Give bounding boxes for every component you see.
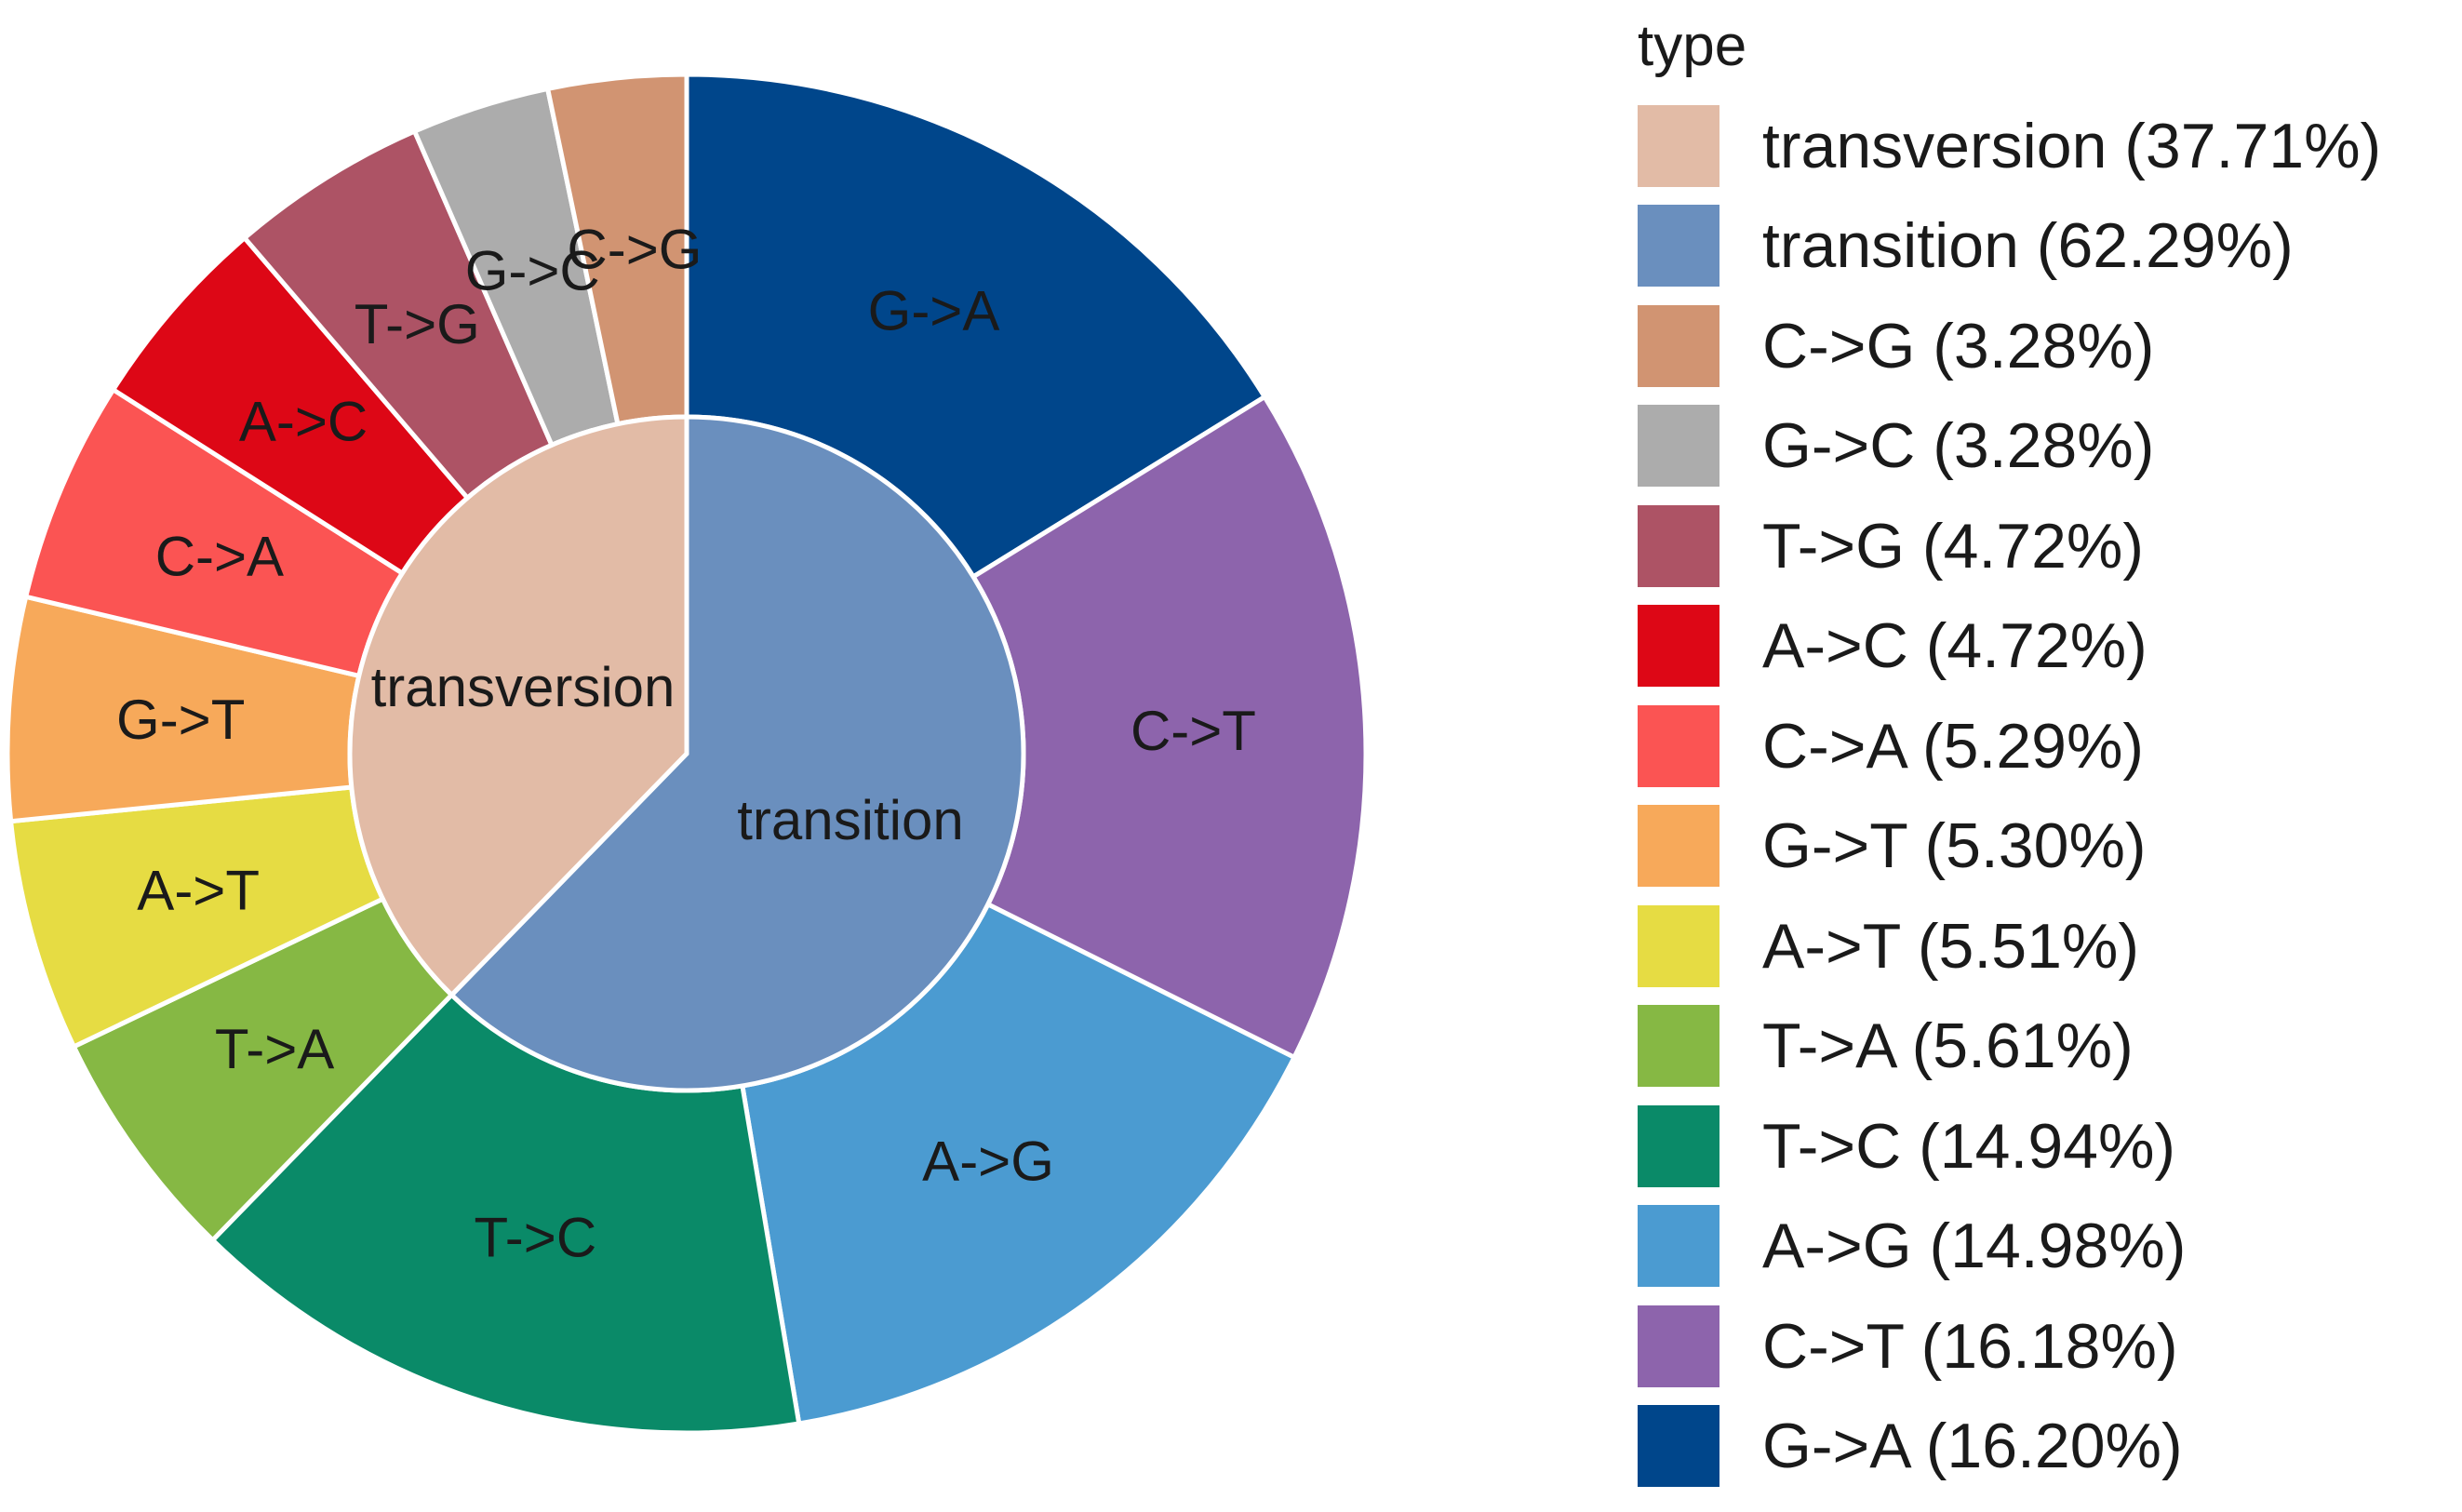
legend-label-a-to-g: A->G (14.98%): [1762, 1211, 2187, 1282]
outer-label-t-to-c: T->C: [474, 1207, 596, 1269]
legend-label-a-to-t: A->T (5.51%): [1762, 910, 2140, 982]
inner-slice-transversion: [347, 414, 689, 998]
legend-key-transversion: [1638, 104, 1719, 187]
legend-label-c-to-g: C->G (3.28%): [1762, 310, 2155, 381]
outer-label-c-to-a: C->A: [155, 526, 284, 588]
legend-item-a-to-t: A->T (5.51%): [1638, 896, 2381, 997]
legend-label-g-to-t: G->T (5.30%): [1762, 810, 2147, 882]
legend-item-t-to-g: T->G (4.72%): [1638, 496, 2381, 596]
legend-item-c-to-g: C->G (3.28%): [1638, 296, 2381, 396]
outer-label-a-to-g: A->G: [922, 1131, 1054, 1193]
legend-key-c-to-a: [1638, 704, 1719, 787]
legend-item-g-to-a: G->A (16.20%): [1638, 1397, 2381, 1497]
legend-key-g-to-a: [1638, 1405, 1719, 1488]
legend-label-a-to-c: A->C (4.72%): [1762, 610, 2148, 682]
legend-key-t-to-c: [1638, 1104, 1719, 1187]
slice-labels: G->A C->T A->G T->C T->A A->T G->T C->A A->C T->G…: [116, 218, 1256, 1268]
legend-key-g-to-c: [1638, 405, 1719, 488]
legend-label-c-to-t: C->T (16.18%): [1762, 1310, 2178, 1382]
legend-item-t-to-a: T->A (5.61%): [1638, 997, 2381, 1097]
outer-label-g-to-t: G->T: [116, 689, 245, 751]
legend-item-a-to-c: A->C (4.72%): [1638, 596, 2381, 697]
inner-label-transition: transition: [737, 789, 963, 851]
legend-label-g-to-a: G->A (16.20%): [1762, 1411, 2183, 1482]
legend-key-a-to-t: [1638, 904, 1719, 987]
legend-label-c-to-a: C->A (5.29%): [1762, 710, 2145, 782]
legend-label-transition: transition (62.29%): [1762, 210, 2294, 282]
legend-key-c-to-g: [1638, 304, 1719, 387]
legend-item-t-to-c: T->C (14.94%): [1638, 1096, 2381, 1197]
inner-slice-transition: [448, 414, 1026, 1093]
outer-ring: [5, 72, 1369, 1436]
legend-key-c-to-t: [1638, 1305, 1719, 1387]
outer-label-g-to-c: G->C: [465, 239, 600, 301]
legend-title: type: [1638, 14, 1747, 78]
legend-key-transition: [1638, 205, 1719, 288]
legend-key-t-to-g: [1638, 504, 1719, 587]
legend-item-c-to-t: C->T (16.18%): [1638, 1296, 2381, 1397]
legend-items: transversion (37.71%) transition (62.29%)…: [1638, 96, 2381, 1496]
outer-label-a-to-t: A->T: [137, 859, 260, 921]
legend-key-t-to-a: [1638, 1005, 1719, 1088]
outer-label-t-to-a: T->A: [215, 1018, 334, 1080]
outer-label-g-to-a: G->A: [868, 280, 1000, 342]
legend-label-t-to-g: T->G (4.72%): [1762, 510, 2145, 582]
legend-key-a-to-g: [1638, 1205, 1719, 1288]
legend-label-transversion: transversion (37.71%): [1762, 110, 2382, 181]
legend-item-g-to-t: G->T (5.30%): [1638, 796, 2381, 897]
donut-chart: G->A C->T A->G T->C T->A A->T G->T C->A A->C T->G…: [5, 72, 1369, 1436]
legend-label-t-to-c: T->C (14.94%): [1762, 1110, 2176, 1182]
inner-ring: [347, 414, 1026, 1093]
legend-key-a-to-c: [1638, 605, 1719, 688]
legend-item-g-to-c: G->C (3.28%): [1638, 396, 2381, 497]
inner-label-transversion: transversion: [371, 656, 676, 718]
legend-item-c-to-a: C->A (5.29%): [1638, 696, 2381, 796]
legend: type transversion (37.71%) transition (62…: [1638, 14, 2381, 1496]
legend-key-g-to-t: [1638, 805, 1719, 888]
legend-label-t-to-a: T->A (5.61%): [1762, 1010, 2134, 1082]
legend-item-transversion: transversion (37.71%): [1638, 96, 2381, 196]
outer-label-c-to-t: C->T: [1131, 700, 1256, 762]
outer-label-c-to-g: C->G: [567, 218, 702, 280]
outer-label-a-to-c: A->C: [239, 391, 368, 453]
legend-item-a-to-g: A->G (14.98%): [1638, 1197, 2381, 1297]
legend-label-g-to-c: G->C (3.28%): [1762, 410, 2155, 482]
outer-label-t-to-g: T->G: [355, 293, 480, 355]
legend-item-transition: transition (62.29%): [1638, 196, 2381, 297]
